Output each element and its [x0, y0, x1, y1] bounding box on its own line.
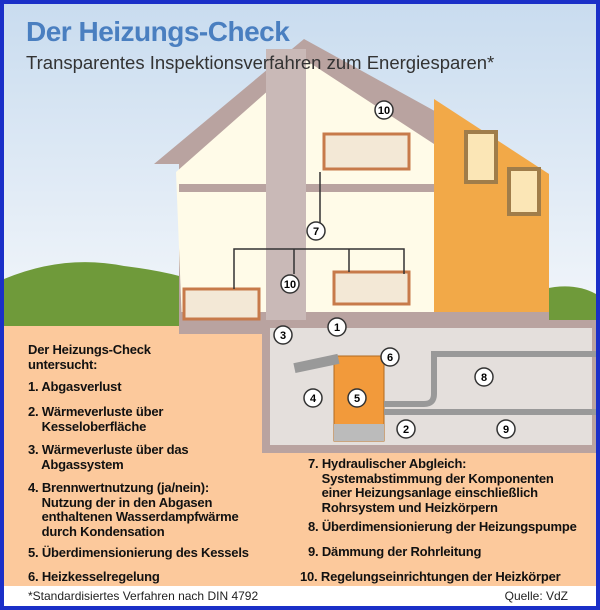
- callout-number: 9: [503, 424, 509, 436]
- callout-marker-2: 2: [396, 419, 416, 439]
- checklist-item: 8. Überdimensionierung der Heizungspumpe: [308, 519, 577, 534]
- footer: *Standardisiertes Verfahren nach DIN 479…: [4, 586, 596, 606]
- window: [464, 130, 498, 184]
- callout-marker-3: 3: [273, 325, 293, 345]
- callout-number: 7: [313, 226, 319, 238]
- callout-marker-10: 10: [374, 100, 394, 120]
- checklist-item: 7. Hydraulischer Abgleich: Systemabstimm…: [308, 456, 554, 515]
- checklist-heading: Der Heizungs-Check untersucht:: [28, 342, 151, 372]
- footnote: *Standardisiertes Verfahren nach DIN 479…: [28, 589, 259, 603]
- callout-number: 2: [403, 424, 409, 436]
- callout-number: 4: [310, 393, 317, 405]
- checklist-item: 3. Wärmeverluste über das Abgassystem: [28, 442, 189, 472]
- page-title: Der Heizungs-Check: [26, 16, 290, 47]
- radiator: [332, 270, 411, 306]
- checklist-item: 1. Abgasverlust: [28, 379, 122, 394]
- pipes: [384, 351, 596, 415]
- radiator: [322, 132, 411, 171]
- flue-pipe: [293, 353, 340, 374]
- checklist-item: 4. Brennwertnutzung (ja/nein): Nutzung d…: [28, 480, 239, 539]
- callout-marker-9: 9: [496, 419, 516, 439]
- checklist-item: 10. Regelungseinrichtungen der Heizkörpe…: [300, 569, 561, 584]
- facade: [434, 99, 549, 334]
- callout-marker-1: 1: [327, 317, 347, 337]
- checklist-item: 2. Wärmeverluste über Kesseloberfläche: [28, 404, 164, 434]
- callout-number: 8: [481, 372, 487, 384]
- callout-marker-6: 6: [380, 347, 400, 367]
- callout-marker-4: 4: [303, 388, 323, 408]
- callout-number: 1: [334, 322, 340, 334]
- callout-marker-8: 8: [474, 367, 494, 387]
- page-subtitle: Transparentes Inspektionsverfahren zum E…: [26, 52, 495, 73]
- boiler-base: [334, 424, 384, 441]
- pipe-lines: [233, 172, 405, 289]
- callout-number: 5: [354, 393, 360, 405]
- floor-slab: [179, 184, 434, 192]
- checklist-item: 5. Überdimensionierung des Kessels: [28, 545, 249, 560]
- callout-number: 10: [378, 105, 390, 117]
- checklist-item: 9. Dämmung der Rohrleitung: [308, 544, 482, 559]
- callout-number: 6: [387, 352, 393, 364]
- radiator: [182, 287, 261, 321]
- hills: [4, 262, 204, 334]
- checklist-item: 6. Heizkesselregelung: [28, 569, 160, 584]
- chimney: [266, 49, 306, 339]
- window: [507, 167, 541, 216]
- source-credit: Quelle: VdZ: [504, 589, 568, 603]
- callout-marker-5: 5: [347, 388, 367, 408]
- callout-number: 3: [280, 330, 286, 342]
- callout-marker-7: 7: [306, 221, 326, 241]
- callout-marker-10: 10: [280, 274, 300, 294]
- callout-number: 10: [284, 279, 296, 291]
